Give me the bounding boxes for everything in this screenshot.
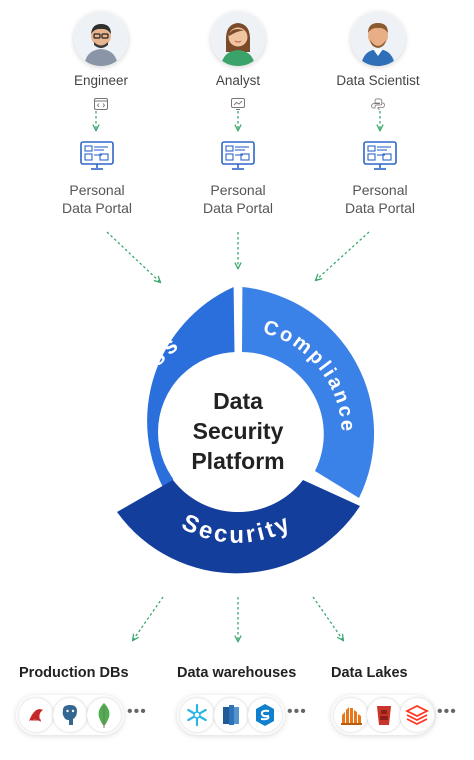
compliance-segment — [242, 287, 375, 498]
redshift-icon — [214, 698, 248, 732]
platform-title-line1: Data — [213, 388, 263, 414]
athena-icon — [334, 698, 368, 732]
more-production-dbs[interactable]: ••• — [127, 703, 147, 720]
portal-label-line2: Data Portal — [344, 200, 416, 216]
sqlserver-icon — [19, 698, 53, 732]
arrow-portal-to-platform-left — [106, 231, 160, 282]
arrow-platform-to-lakes — [312, 596, 343, 640]
portal-label-line2: Data Portal — [61, 200, 133, 216]
databricks-icon — [400, 698, 434, 732]
portal-monitor-icon — [221, 141, 255, 170]
arrow-platform-to-dbs — [133, 596, 164, 640]
persona-engineer: Engineer — [36, 12, 166, 110]
python-icon — [371, 97, 385, 110]
platform-title-line3: Platform — [191, 448, 284, 474]
persona-role: Engineer — [73, 73, 129, 88]
more-data-lakes[interactable]: ••• — [437, 703, 457, 720]
mongodb-icon — [87, 698, 121, 732]
platform-title-line2: Security — [193, 418, 284, 444]
security-segment — [117, 480, 360, 574]
group-title-production-dbs: Production DBs — [19, 665, 129, 681]
portal-label-line1: Personal — [352, 182, 408, 198]
portal-label-data-scientist: Personal Data Portal — [315, 181, 445, 217]
synapse-icon — [248, 698, 282, 732]
persona-role: Analyst — [215, 73, 261, 88]
platform-center — [158, 352, 318, 512]
analyst-avatar — [211, 12, 265, 66]
portal-monitor-icon — [363, 141, 397, 170]
portal-label-line1: Personal — [69, 182, 125, 198]
data-warehouses-logos — [177, 695, 285, 735]
portal-label-line2: Data Portal — [202, 200, 274, 216]
arrow-portal-to-platform-right — [316, 231, 370, 280]
code-window-icon — [94, 97, 108, 110]
chart-window-icon — [231, 97, 245, 110]
portal-label-line1: Personal — [210, 182, 266, 198]
data-lakes-logos — [331, 695, 435, 735]
group-title-data-lakes: Data Lakes — [331, 665, 408, 681]
snowflake-icon — [180, 698, 214, 732]
portal-label-engineer: Personal Data Portal — [32, 181, 162, 217]
persona-data-scientist: Data Scientist — [313, 12, 443, 110]
portal-label-analyst: Personal Data Portal — [173, 181, 303, 217]
persona-analyst: Analyst — [173, 12, 303, 110]
engineer-avatar — [74, 12, 128, 66]
s3-icon — [367, 698, 401, 732]
postgresql-icon — [53, 698, 87, 732]
persona-role: Data Scientist — [336, 73, 420, 88]
portal-monitor-icon — [80, 141, 114, 170]
production-dbs-logos — [16, 695, 124, 735]
data-scientist-avatar — [351, 12, 405, 66]
group-title-data-warehouses: Data warehouses — [177, 665, 297, 681]
more-data-warehouses[interactable]: ••• — [287, 703, 307, 720]
